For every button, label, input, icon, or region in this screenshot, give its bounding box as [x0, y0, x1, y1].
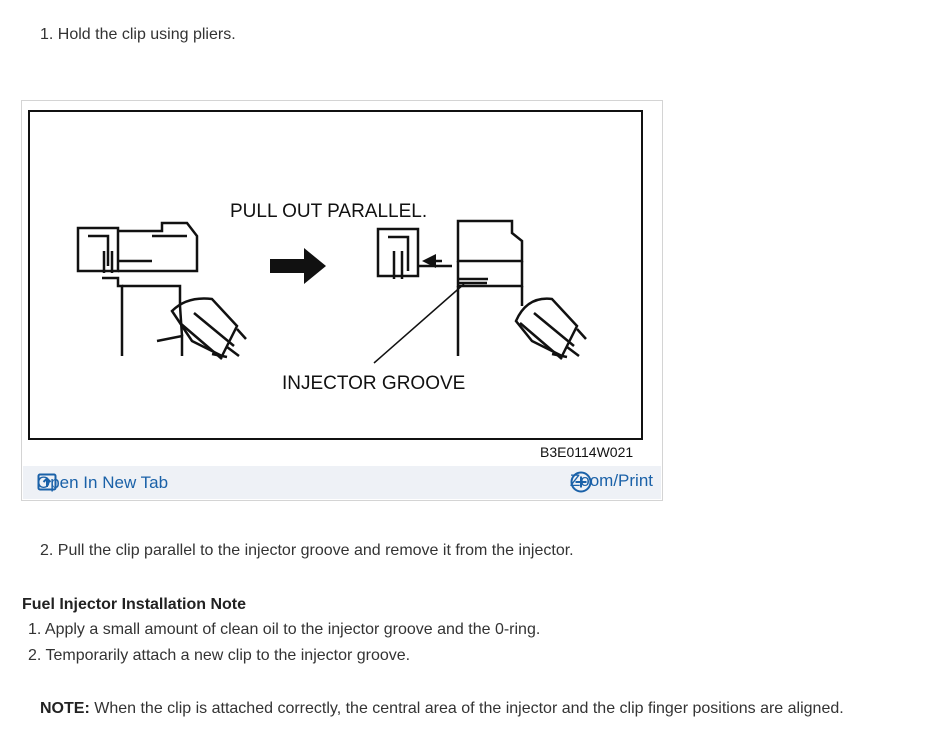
left-injector-drawing	[76, 221, 247, 360]
injector-clip-figure: PULL OUT PARALLEL. INJECTOR GROOVE B3E01…	[21, 100, 663, 501]
groove-label: INJECTOR GROOVE	[282, 373, 465, 394]
groove-leader-line	[373, 283, 465, 364]
open-in-new-tab-link[interactable]: Open In New Tab	[37, 473, 168, 493]
figure-code: B3E0114W021	[540, 444, 633, 460]
pull-label: PULL OUT PARALLEL.	[230, 201, 427, 222]
note-text: When the clip is attached correctly, the…	[89, 700, 844, 717]
small-arrow	[422, 254, 436, 268]
step-1-text: 1. Hold the clip using pliers.	[40, 26, 236, 43]
injector-clip-illustration: PULL OUT PARALLEL. INJECTOR GROOVE B3E01…	[28, 110, 643, 460]
installation-steps: 1. Apply a small amount of clean oil to …	[28, 621, 540, 673]
list-item: 2. Temporarily attach a new clip to the …	[28, 647, 411, 664]
pull-arrow	[270, 248, 326, 284]
step-2-text: 2. Pull the clip parallel to the injecto…	[40, 542, 574, 559]
open-new-tab-icon	[37, 473, 57, 491]
note-paragraph: NOTE: When the clip is attached correctl…	[40, 700, 844, 718]
zoom-print-link[interactable]: Zoom/Print	[570, 471, 653, 493]
open-tab-label: Open In New Tab	[37, 473, 169, 492]
note-label: NOTE:	[40, 700, 90, 717]
list-item: 1. Apply a small amount of clean oil to …	[28, 621, 541, 638]
plus-circle-icon	[570, 471, 592, 493]
figure-footer: Open In New Tab Zoom/Print	[23, 466, 661, 499]
installation-heading: Fuel Injector Installation Note	[22, 596, 247, 613]
